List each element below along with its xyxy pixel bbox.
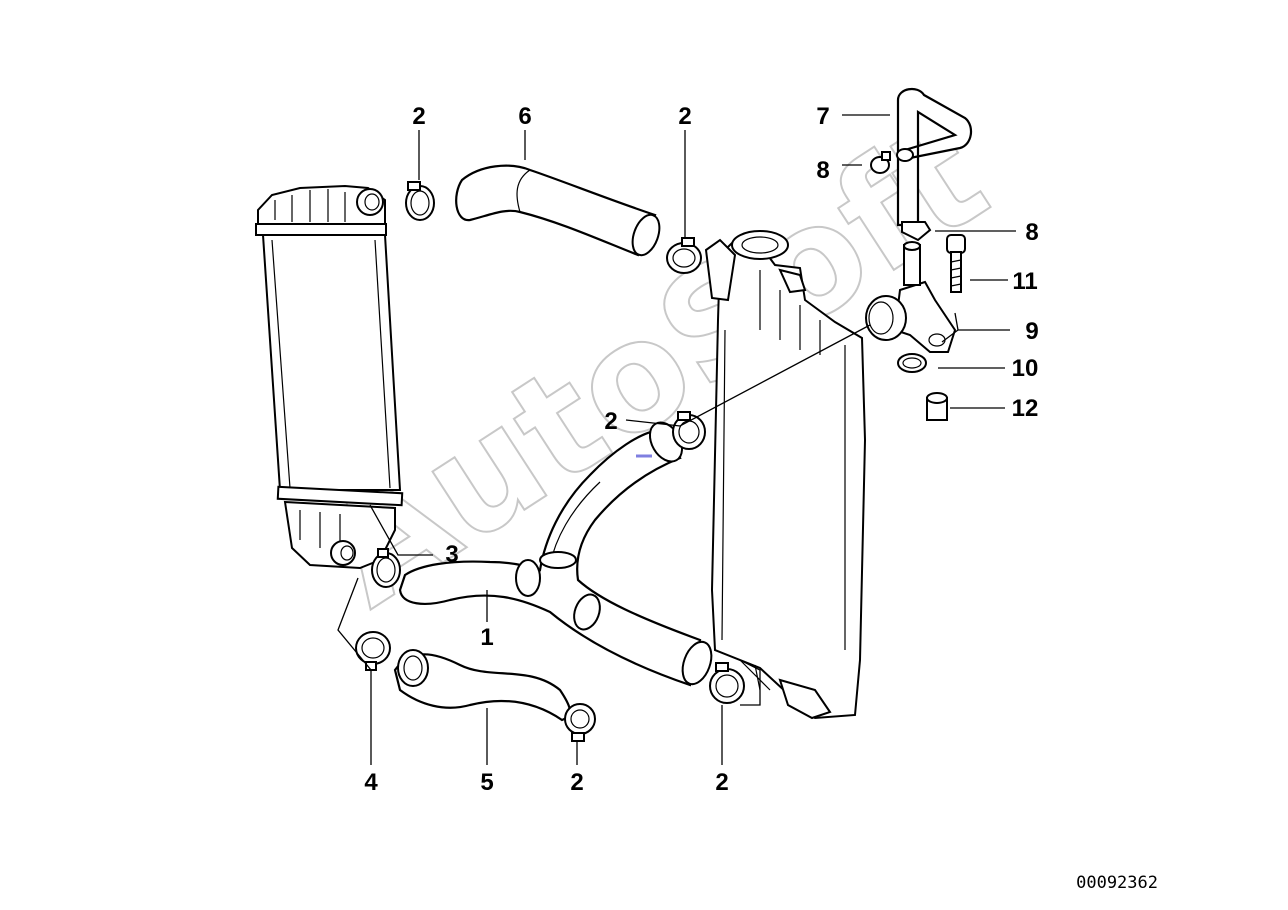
leader-lines xyxy=(337,114,1016,765)
clamp-2-a xyxy=(405,181,435,221)
callout-2-e: 2 xyxy=(715,769,728,796)
callout-7: 7 xyxy=(816,103,829,130)
clamp-8-a xyxy=(870,151,891,174)
callout-11: 11 xyxy=(1012,268,1037,295)
clamp-3 xyxy=(371,548,401,588)
callout-10: 10 xyxy=(1012,355,1039,382)
callout-2-d: 2 xyxy=(570,769,583,796)
hose-5 xyxy=(393,649,571,722)
hose-6 xyxy=(455,164,661,257)
callout-2-c: 2 xyxy=(604,408,617,435)
callout-4: 4 xyxy=(364,769,378,796)
clamp-2-d xyxy=(564,703,596,742)
right-radiator xyxy=(704,230,867,720)
callout-8-a: 8 xyxy=(816,157,829,184)
clamp-2-e xyxy=(709,662,745,704)
catalog-number: 00092362 xyxy=(1076,873,1158,893)
callout-8-b: 8 xyxy=(1025,219,1038,246)
clamp-8-b xyxy=(901,221,932,242)
left-intercooler xyxy=(255,184,404,570)
callouts: 2 6 2 7 8 8 11 9 10 12 2 3 1 4 5 2 2 xyxy=(364,103,1038,796)
callout-6: 6 xyxy=(518,103,531,130)
hose-7 xyxy=(896,87,973,227)
callout-2-b: 2 xyxy=(678,103,691,130)
callout-5: 5 xyxy=(480,769,493,796)
bolt-11 xyxy=(946,234,966,293)
clamp-2-b xyxy=(666,237,702,274)
sleeve-12 xyxy=(926,392,948,421)
callout-2-a: 2 xyxy=(412,103,425,130)
clamp-4 xyxy=(355,631,391,671)
clamp-2-c xyxy=(672,411,706,450)
seal-ring-10 xyxy=(897,353,927,373)
callout-3: 3 xyxy=(445,541,458,568)
housing-9 xyxy=(865,241,957,353)
callout-9: 9 xyxy=(1025,318,1038,345)
callout-1: 1 xyxy=(480,624,493,651)
callout-12: 12 xyxy=(1012,395,1039,422)
